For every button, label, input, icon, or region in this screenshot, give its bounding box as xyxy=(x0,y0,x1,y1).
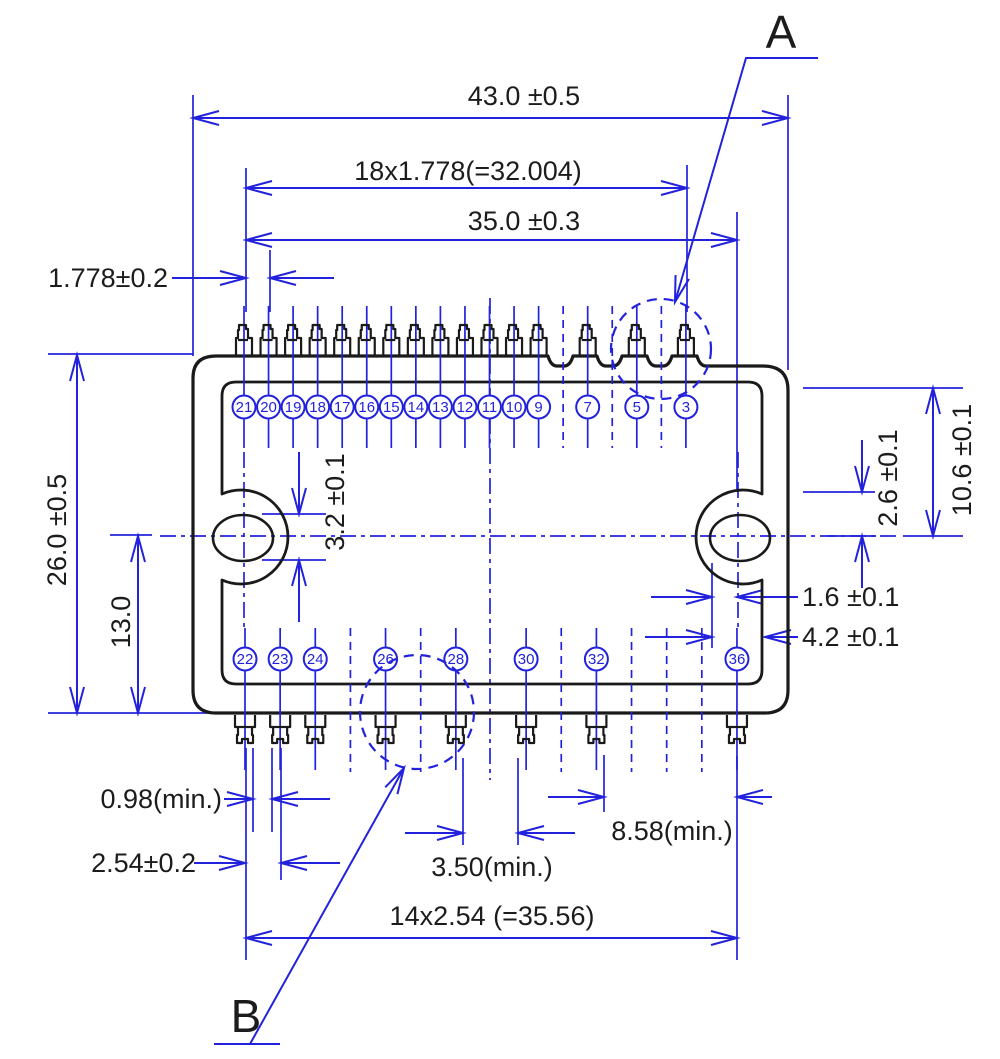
dim-bottom-span: 14x2.54 (=35.56) xyxy=(390,901,595,931)
dim-center-to-bottom: 13.0 xyxy=(106,596,136,649)
pin-number: 17 xyxy=(334,399,351,416)
dimension-texts: 43.0 ±0.5 18x1.778(=32.004) 35.0 ±0.3 1.… xyxy=(42,6,977,1042)
pin-number: 19 xyxy=(285,399,302,416)
dim-top-to-center: 10.6 ±0.1 xyxy=(947,404,977,516)
pin-number: 7 xyxy=(584,399,592,416)
pin-number-circle xyxy=(329,394,355,420)
dim-hole-span: 35.0 ±0.3 xyxy=(468,206,580,236)
dim-top-pitch: 1.778±0.2 xyxy=(48,263,168,293)
top-pin xyxy=(431,323,450,356)
pin-number: 21 xyxy=(236,399,253,416)
pin-number: 26 xyxy=(377,651,394,668)
pin-number: 20 xyxy=(260,399,277,416)
dim-hole-to-edge: 4.2 ±0.1 xyxy=(802,622,899,652)
top-pin xyxy=(627,323,646,356)
top-pin xyxy=(406,323,425,356)
top-pin xyxy=(333,323,352,356)
pin-number: 18 xyxy=(309,399,326,416)
dim-pin-gap: 0.98(min.) xyxy=(100,784,222,814)
top-pin xyxy=(284,323,303,356)
pin-number: 32 xyxy=(588,651,605,668)
pin-number: 24 xyxy=(307,651,324,668)
top-pin xyxy=(357,323,376,356)
pin-number-circle xyxy=(378,394,404,420)
pin-number: 16 xyxy=(358,399,375,416)
top-pin xyxy=(578,323,597,356)
pin-number: 3 xyxy=(682,399,690,416)
mounting-hole-right xyxy=(708,513,772,563)
dim-hole-offset: 1.6 ±0.1 xyxy=(802,582,899,612)
top-pin xyxy=(382,323,401,356)
top-pin xyxy=(259,323,278,356)
dim-top-pin-span: 18x1.778(=32.004) xyxy=(354,156,581,186)
pin-number-circle xyxy=(526,394,552,420)
pin-number-circle xyxy=(477,394,502,420)
top-pin xyxy=(529,323,548,356)
pin-number-circle xyxy=(256,394,282,420)
dim-overall-width: 43.0 ±0.5 xyxy=(468,81,580,111)
pin-number-circle xyxy=(427,394,453,420)
dim-overall-height: 26.0 ±0.5 xyxy=(42,474,72,586)
top-pin xyxy=(308,323,327,356)
dim-boss-to-center: 2.6 ±0.1 xyxy=(873,429,903,526)
pin-number-circle xyxy=(305,394,331,420)
pin-number: 13 xyxy=(432,399,449,416)
pin-number-circle xyxy=(724,646,750,672)
pin-number-circle xyxy=(403,394,429,420)
pin-number: 11 xyxy=(482,399,498,416)
pin-number-circle xyxy=(452,394,478,420)
pin-number: 15 xyxy=(383,399,400,416)
pin-number: 9 xyxy=(534,399,542,416)
pin-number-circle xyxy=(354,394,380,420)
dim-pin-clearance: 3.50(min.) xyxy=(431,852,553,882)
dim-pin32-36: 8.58(min.) xyxy=(611,816,733,846)
top-pin-row: 21 20 19 18 17 16 15 14 13 12 11 10 9 7 5 3 xyxy=(231,306,699,448)
pin-number: 23 xyxy=(272,651,289,668)
dim-hole-height: 3.2 ±0.1 xyxy=(320,453,350,550)
pin-number: 36 xyxy=(729,651,746,668)
leader-b xyxy=(214,768,404,1044)
detail-callouts xyxy=(214,57,818,1044)
pin-number: 22 xyxy=(237,651,254,668)
pin-number: 5 xyxy=(633,399,641,416)
pin-number: 28 xyxy=(447,651,464,668)
pin-number: 14 xyxy=(408,399,425,416)
bottom-pin xyxy=(725,715,749,745)
pin-number-circle xyxy=(673,394,699,420)
pin-number: 30 xyxy=(518,651,535,668)
pin-number-circle xyxy=(501,394,527,420)
top-pin xyxy=(504,323,524,356)
pin-number: 12 xyxy=(457,399,474,416)
top-pin xyxy=(676,323,695,356)
detail-circle-a xyxy=(609,297,713,401)
pin-number-circle xyxy=(624,394,650,420)
pin-number-circle xyxy=(575,394,601,420)
top-pin xyxy=(480,323,499,356)
detail-label-a: A xyxy=(766,6,797,58)
pin-number-circle xyxy=(280,394,306,420)
leader-a xyxy=(673,57,818,306)
pin-number: 10 xyxy=(506,399,523,416)
dim-bottom-pitch: 2.54±0.2 xyxy=(91,848,196,878)
top-pin xyxy=(455,323,475,356)
body-outline xyxy=(191,354,790,715)
detail-label-b: B xyxy=(231,990,262,1042)
top-pin xyxy=(234,323,254,356)
pin-number-circle xyxy=(231,394,257,420)
